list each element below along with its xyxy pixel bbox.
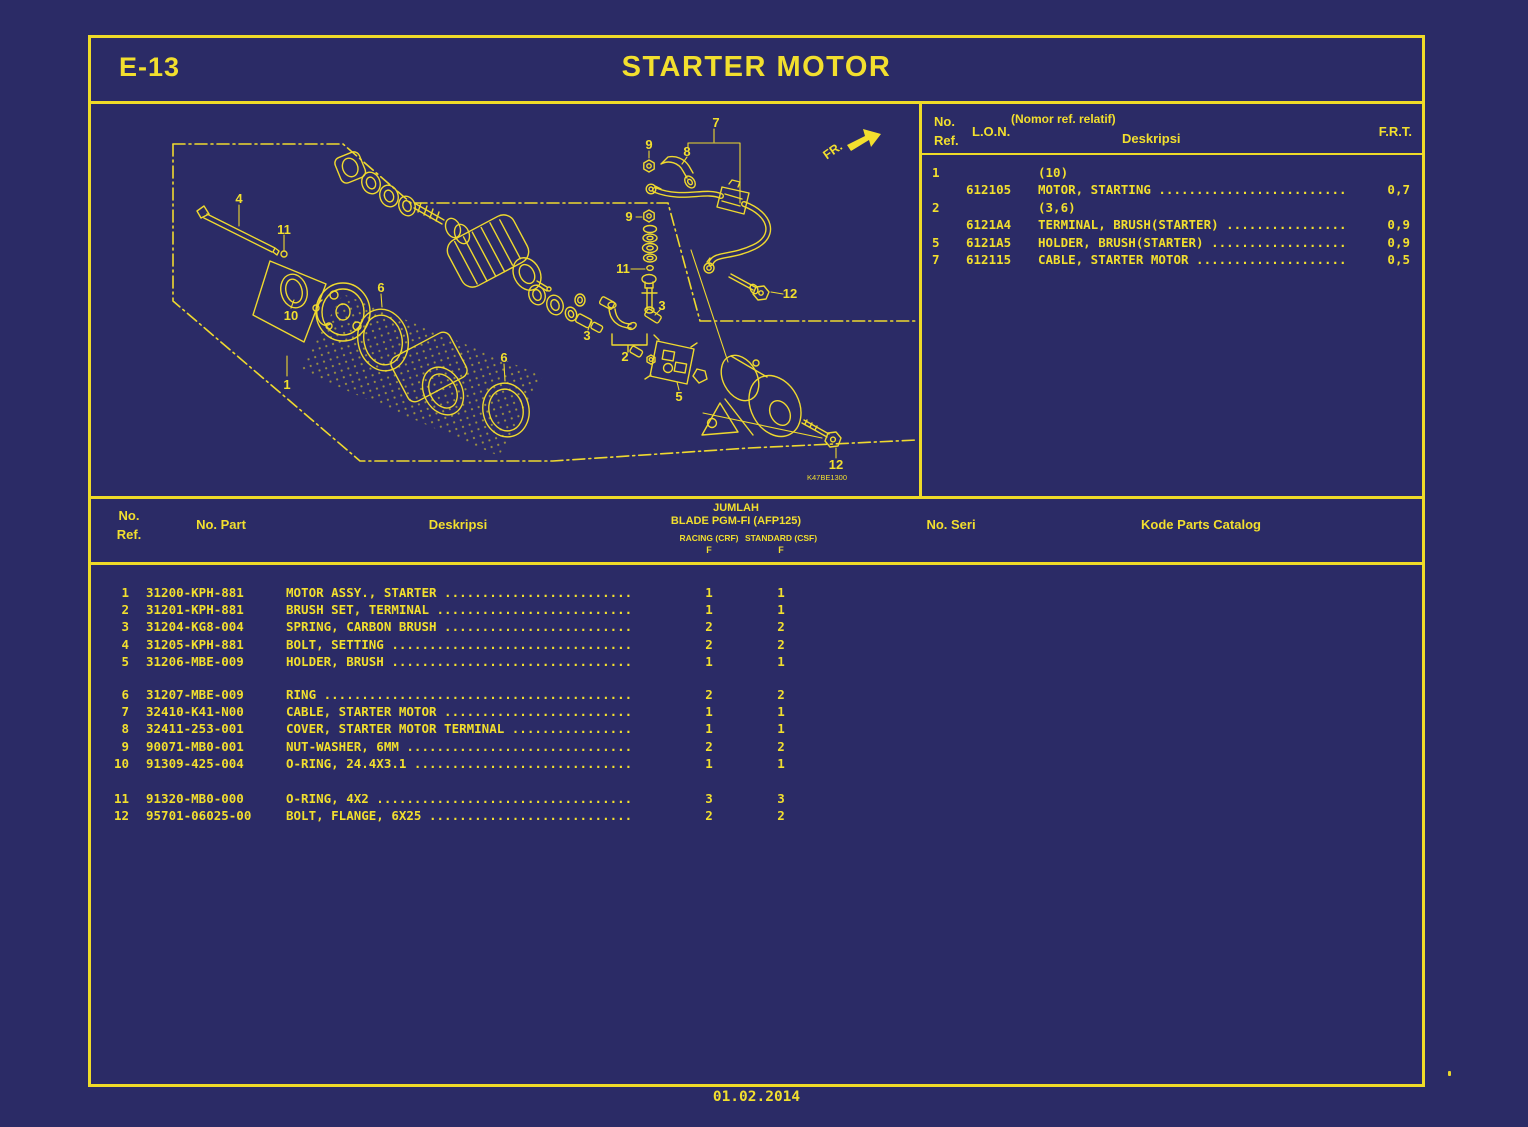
exploded-diagram: 4 11 10 6 6 1 9 8 7 9 11 3 3 2 5 12 12 xyxy=(91,104,919,496)
armature xyxy=(413,202,552,292)
callout: 9 xyxy=(625,209,632,224)
col-deskripsi: Deskripsi xyxy=(428,517,488,532)
o-ring-6b xyxy=(482,382,530,438)
callout: 12 xyxy=(829,457,843,472)
col-jumlah: JUMLAH xyxy=(713,502,759,514)
halftone-texture xyxy=(299,294,543,456)
callout: 11 xyxy=(616,261,630,276)
section-code: E-13 xyxy=(119,52,181,82)
ref-header-divider xyxy=(922,153,1422,155)
thrust-washers xyxy=(528,284,578,322)
ref-row: 1(10) xyxy=(932,165,1069,180)
terminal-cover xyxy=(660,155,696,189)
col-standard: STANDARD (CSF) xyxy=(744,533,818,543)
callout: 3 xyxy=(658,298,665,313)
callout: 12 xyxy=(783,286,797,301)
callout: 1 xyxy=(283,377,290,392)
motor-case xyxy=(390,331,468,416)
o-ring-6a xyxy=(357,308,409,372)
page-title: STARTER MOTOR xyxy=(621,51,892,83)
nut-washer-stack xyxy=(641,159,659,314)
page-frame: E-13 STARTER MOTOR xyxy=(88,35,1425,1087)
assembly-boundary xyxy=(172,143,918,462)
col-ref: Ref. xyxy=(116,527,142,542)
washer-stack-top xyxy=(334,151,416,217)
starter-motor-diagram: 4 11 10 6 6 1 9 8 7 9 11 3 3 2 5 12 12 xyxy=(172,115,918,482)
ref-header-relatif: (Nomor ref. relatif) xyxy=(1011,112,1116,126)
callout: 6 xyxy=(500,350,507,365)
artifact-dot xyxy=(1448,1071,1451,1076)
ref-header-no: No. xyxy=(934,114,955,129)
callout: 5 xyxy=(675,389,682,404)
leader-lines xyxy=(238,128,837,459)
o-ring-box xyxy=(252,260,327,343)
col-f-racing: F xyxy=(706,545,712,555)
callout: 6 xyxy=(377,280,384,295)
parts-table-header: No. Ref. No. Part Deskripsi JUMLAH BLADE… xyxy=(91,496,1422,565)
ref-header-lon: L.O.N. xyxy=(972,124,1011,139)
fr-label: FR. xyxy=(820,139,845,162)
gasket xyxy=(692,368,708,384)
callout: 2 xyxy=(621,349,628,364)
col-f-standard: F xyxy=(778,545,784,555)
flange-bolt-upper xyxy=(728,273,770,301)
ref-table: No. Ref. L.O.N. (Nomor ref. relatif) Des… xyxy=(919,104,1422,496)
callout: 3 xyxy=(583,328,590,343)
callout: 11 xyxy=(277,222,291,237)
callout: 9 xyxy=(645,137,652,152)
ref-header-frt: F.R.T. xyxy=(1378,124,1412,139)
col-kode: Kode Parts Catalog xyxy=(1141,517,1261,532)
callout: 10 xyxy=(284,308,298,323)
col-no: No. xyxy=(118,508,140,523)
motor-body xyxy=(701,354,802,438)
title-bar: E-13 STARTER MOTOR xyxy=(91,38,1422,104)
revision-date: 01.02.2014 xyxy=(712,1089,801,1105)
terminal-hardware xyxy=(574,293,662,365)
diagram-code: K47BE1300 xyxy=(807,473,847,482)
col-model: BLADE PGM-FI (AFP125) xyxy=(670,515,802,527)
col-seri: No. Seri xyxy=(926,517,976,532)
o-ring-small xyxy=(280,250,288,258)
callout: 4 xyxy=(235,191,243,206)
callout: 8 xyxy=(683,144,690,159)
fr-arrow-icon xyxy=(847,129,881,151)
ref-row: 2(3,6) xyxy=(932,199,1076,215)
col-part: No. Part xyxy=(196,517,246,532)
flange-bolt-lower xyxy=(801,419,842,448)
starter-cable xyxy=(645,179,772,274)
end-cover xyxy=(312,282,371,342)
setting-bolt xyxy=(196,205,280,256)
ref-header-deskripsi: Deskripsi xyxy=(1122,131,1181,146)
brush-holder xyxy=(644,334,698,385)
callout: 7 xyxy=(712,115,719,130)
ref-header-ref: Ref. xyxy=(934,133,959,148)
col-racing: RACING (CRF) xyxy=(679,533,739,543)
